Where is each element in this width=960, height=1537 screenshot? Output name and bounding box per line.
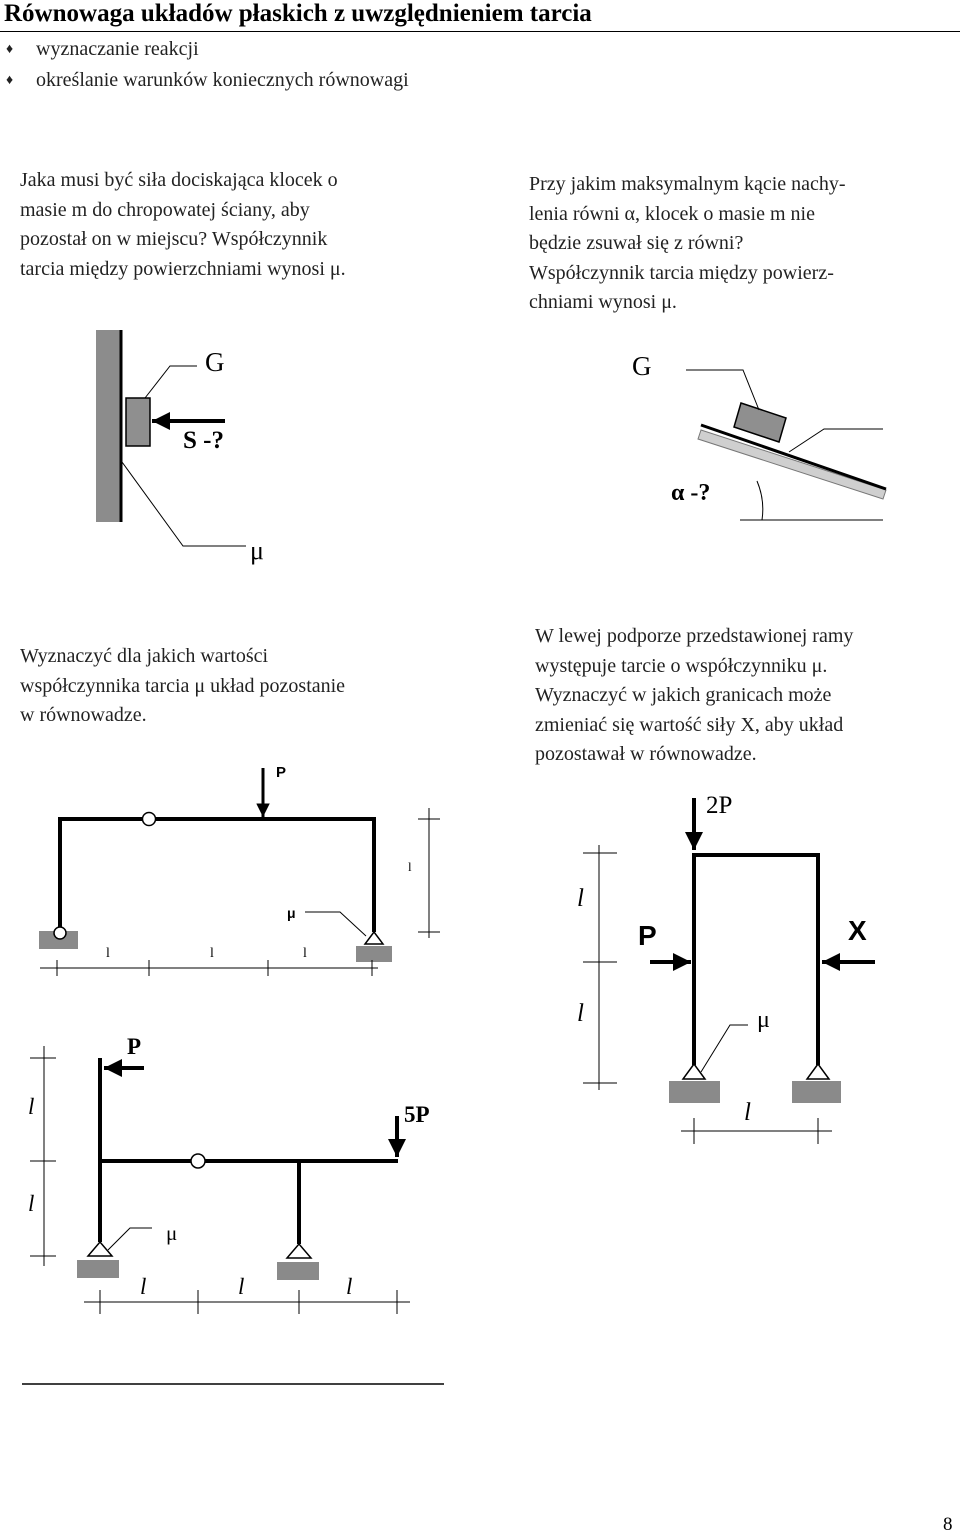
rough-wall	[96, 330, 120, 522]
middle-hinge	[141, 811, 157, 827]
problem-3-text: Wyznaczyć dla jakich wartości współczynn…	[20, 645, 346, 726]
label-l2: l	[210, 946, 214, 961]
label-mu: μ	[757, 1007, 770, 1033]
label-p: P	[638, 920, 657, 951]
bullet-item: ♦ wyznaczanie reakcji	[6, 34, 409, 65]
right-support	[363, 930, 385, 945]
problem-2-diagram	[686, 369, 887, 521]
label-l-h2: l	[238, 1274, 245, 1299]
left-ground	[77, 1260, 119, 1278]
mu-leader-line	[107, 1227, 152, 1251]
block	[733, 402, 787, 443]
label-2p: 2P	[706, 792, 733, 819]
label-alpha: α -?	[671, 480, 711, 506]
mu-leader-line	[305, 911, 367, 937]
label-p: P	[127, 1034, 142, 1059]
label-mu: μ	[166, 1221, 178, 1245]
label-l-h1: l	[140, 1274, 147, 1299]
g-leader-line	[686, 369, 760, 411]
inclined-plane	[697, 429, 887, 500]
right-ground	[792, 1081, 841, 1103]
label-mu: μ	[250, 536, 264, 565]
title-underline	[0, 31, 960, 32]
page-title: Równowaga układów płaskich z uwzględnien…	[4, 0, 592, 27]
page-number: 8	[943, 1514, 953, 1535]
left-ground	[39, 931, 78, 949]
left-pin	[53, 926, 67, 940]
incline-surface	[700, 423, 887, 491]
diamond-bullet-icon: ♦	[6, 42, 14, 57]
problem-1-diagram	[96, 330, 246, 547]
g-leader-line	[144, 365, 197, 399]
label-s: S -?	[183, 427, 224, 454]
label-5p: 5P	[404, 1102, 430, 1127]
left-support	[681, 1062, 707, 1080]
problem-4-text: W lewej podporze przedstawionej ramy wys…	[535, 625, 854, 765]
label-mu: μ	[287, 905, 296, 921]
topic-bullet-list: ♦ wyznaczanie reakcji ♦ określanie warunkó…	[6, 34, 409, 96]
label-g: G	[205, 347, 225, 377]
problem-1-text: Jaka musi być siła dociskająca klocek o …	[20, 169, 346, 280]
diamond-bullet-icon: ♦	[6, 73, 14, 88]
problem-3-diagram	[39, 768, 440, 976]
label-l-base: l	[744, 1099, 751, 1126]
frame	[58, 817, 376, 932]
label-p: P	[276, 764, 287, 781]
block	[125, 397, 151, 447]
frame	[692, 853, 820, 1065]
surface-leader-line	[788, 428, 883, 453]
mu-leader-line	[121, 461, 246, 547]
label-x: X	[848, 915, 867, 946]
label-g: G	[632, 351, 652, 381]
label-l-v2: l	[28, 1191, 35, 1216]
problem-2-text: Przy jakim maksymalnym kącie nachy- leni…	[529, 173, 846, 313]
mu-leader-line	[700, 1024, 748, 1073]
left-support	[86, 1240, 114, 1257]
right-support	[285, 1242, 313, 1259]
right-ground	[277, 1262, 319, 1280]
label-l-bottom: l	[577, 1000, 584, 1027]
label-lv: l	[408, 859, 412, 874]
label-l1: l	[106, 946, 110, 961]
right-ground	[356, 946, 392, 962]
bullet-text: określanie warunków koniecznych równowag…	[36, 69, 409, 91]
label-l-top: l	[577, 885, 584, 912]
angle-arc	[756, 480, 764, 521]
problem-4-diagram	[583, 798, 875, 1144]
right-support	[805, 1062, 831, 1080]
bullet-item: ♦ określanie warunków koniecznych równowa…	[6, 65, 409, 96]
hinge	[190, 1153, 206, 1169]
problem-5-diagram	[30, 1046, 410, 1314]
label-l3: l	[303, 946, 307, 961]
label-l-h3: l	[346, 1274, 353, 1299]
left-ground	[669, 1081, 720, 1103]
bullet-text: wyznaczanie reakcji	[36, 38, 199, 60]
label-l-v1: l	[28, 1094, 35, 1119]
